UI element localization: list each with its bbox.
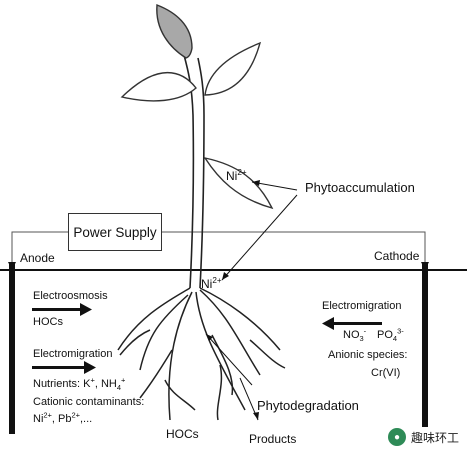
- power-supply-label: Power Supply: [73, 224, 157, 240]
- anionic-species-label: Anionic species:: [328, 349, 408, 361]
- left-hocs-label: HOCs: [33, 316, 63, 328]
- electroosmosis-label: Electroosmosis: [33, 290, 108, 302]
- products-label: Products: [249, 432, 297, 446]
- cationic-contaminants-label: Cationic contaminants:: [33, 396, 145, 408]
- power-supply-box: Power Supply: [68, 213, 162, 251]
- hocs-bottom-label: HOCs: [166, 427, 199, 441]
- middle-leaf: [203, 156, 274, 210]
- ni-stem-label: Ni2+: [201, 276, 222, 291]
- anode-wire: [11, 231, 68, 262]
- anode-label: Anode: [20, 251, 55, 265]
- left-electromigration-label: Electromigration: [33, 348, 113, 360]
- cathode-electrode: [422, 262, 428, 427]
- upper-left-leaf: [120, 71, 197, 102]
- phytodegradation-label: Phytodegradation: [257, 398, 359, 413]
- watermark: ● 趣味环工: [387, 428, 459, 446]
- left-arrows: [32, 303, 96, 374]
- annotation-arrows: [205, 181, 298, 421]
- ni-leaf-label: Ni2+: [226, 168, 247, 183]
- root-system: [117, 287, 286, 421]
- cathode-tip: [421, 262, 429, 270]
- annotation-arrowheads: [206, 180, 260, 420]
- right-arrow: [322, 317, 382, 330]
- top-leaf: [156, 4, 193, 59]
- anode-tip: [8, 262, 16, 270]
- phytoaccumulation-label: Phytoaccumulation: [305, 180, 415, 195]
- crvi-label: Cr(VI): [371, 367, 401, 379]
- po4-label: PO43-: [377, 326, 404, 344]
- cationic-list: Ni2+, Pb2+,...: [33, 410, 93, 425]
- upper-right-leaf: [204, 41, 262, 96]
- nutrients-label: Nutrients: K+, NH4+: [33, 375, 126, 393]
- cathode-label: Cathode: [374, 249, 420, 263]
- watermark-text: 趣味环工: [410, 430, 459, 445]
- no3-label: NO3-: [343, 326, 367, 344]
- anode-electrode: [9, 262, 15, 434]
- plant-stem: [183, 54, 205, 289]
- wechat-icon: ●: [387, 428, 406, 446]
- cathode-wire: [162, 231, 426, 262]
- right-electromigration-label: Electromigration: [322, 300, 402, 312]
